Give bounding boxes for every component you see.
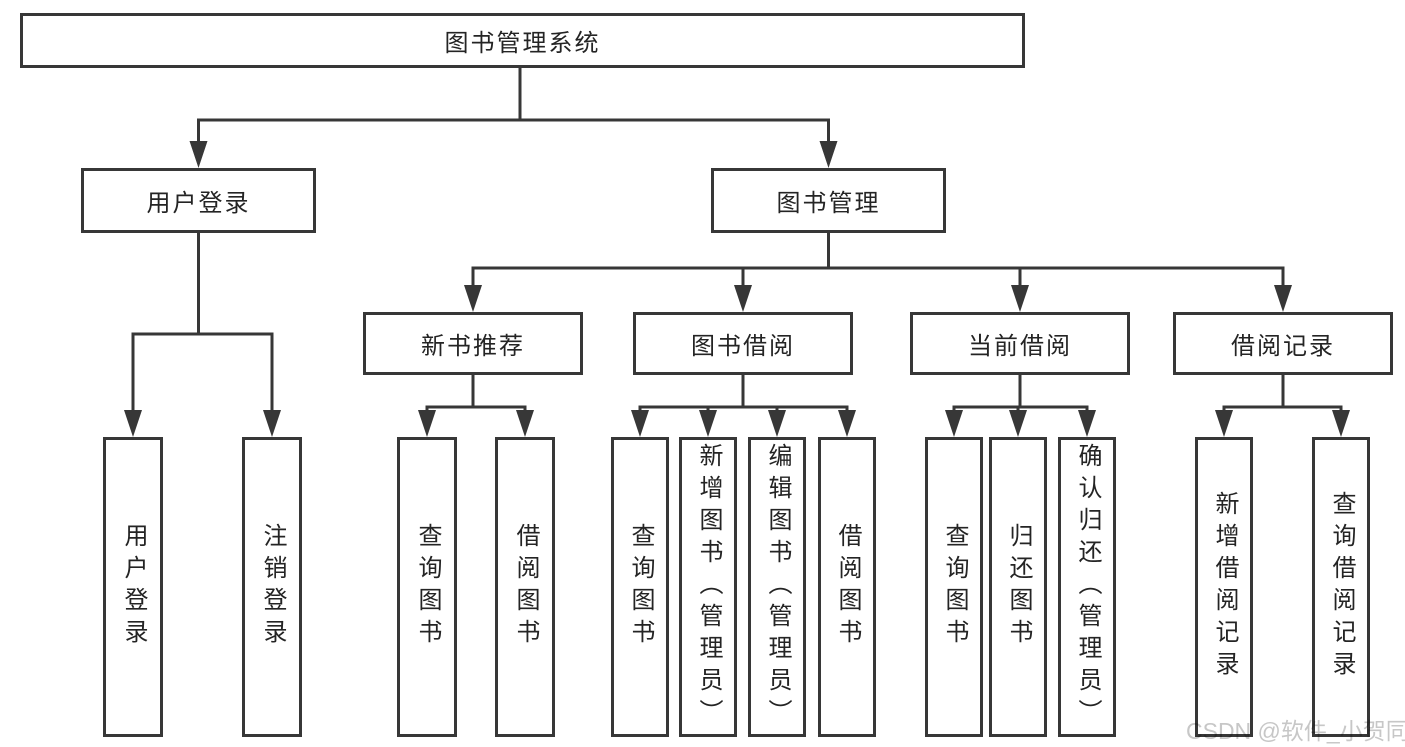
- node-label: 用户登录: [146, 190, 251, 217]
- leaf-label: 编辑图书（管理员）: [764, 443, 791, 731]
- node-book-borrowing: 图书借阅: [633, 312, 853, 375]
- leaf-add-borrow-record: 新增借阅记录: [1195, 437, 1253, 737]
- node-label: 图书管理系统: [444, 30, 601, 57]
- node-label: 图书借阅: [691, 333, 795, 360]
- leaf-borrow-books-recommend: 借阅图书: [495, 437, 555, 737]
- leaf-logout: 注销登录: [242, 437, 302, 737]
- leaf-borrow-books: 借阅图书: [818, 437, 876, 737]
- leaf-label: 借阅图书: [512, 523, 539, 651]
- leaf-label: 查询图书: [941, 523, 968, 651]
- leaf-add-books-admin: 新增图书（管理员）: [679, 437, 737, 737]
- node-label: 当前借阅: [968, 333, 1072, 360]
- leaf-label: 归还图书: [1005, 523, 1032, 651]
- leaf-label: 用户登录: [120, 523, 147, 651]
- arrowhead-icons: [124, 141, 1350, 437]
- leaf-label: 确认归还（管理员）: [1074, 443, 1101, 731]
- node-label: 借阅记录: [1231, 333, 1335, 360]
- leaf-label: 查询图书: [414, 523, 441, 651]
- leaf-query-books-recommend: 查询图书: [397, 437, 457, 737]
- leaf-query-books-current: 查询图书: [925, 437, 983, 737]
- leaf-label: 新增借阅记录: [1211, 491, 1238, 683]
- node-label: 图书管理: [776, 190, 881, 217]
- node-borrowing-records: 借阅记录: [1173, 312, 1393, 375]
- node-book-management: 图书管理: [711, 168, 946, 233]
- leaf-edit-books-admin: 编辑图书（管理员）: [748, 437, 806, 737]
- leaf-label: 查询借阅记录: [1328, 491, 1355, 683]
- leaf-label: 查询图书: [627, 523, 654, 651]
- node-label: 新书推荐: [421, 333, 525, 360]
- node-new-book-recommendation: 新书推荐: [363, 312, 583, 375]
- watermark: CSDN @软件_小贺同学: [1186, 718, 1405, 744]
- node-current-borrowing: 当前借阅: [910, 312, 1130, 375]
- leaf-confirm-return-admin: 确认归还（管理员）: [1058, 437, 1116, 737]
- node-user-login: 用户登录: [81, 168, 316, 233]
- leaf-label: 借阅图书: [834, 523, 861, 651]
- leaf-return-books: 归还图书: [989, 437, 1047, 737]
- leaf-label: 注销登录: [259, 523, 286, 651]
- leaf-label: 新增图书（管理员）: [695, 443, 722, 731]
- leaf-user-login: 用户登录: [103, 437, 163, 737]
- leaf-query-borrow-record: 查询借阅记录: [1312, 437, 1370, 737]
- leaf-query-books-borrow: 查询图书: [611, 437, 669, 737]
- node-library-management-system: 图书管理系统: [20, 13, 1025, 68]
